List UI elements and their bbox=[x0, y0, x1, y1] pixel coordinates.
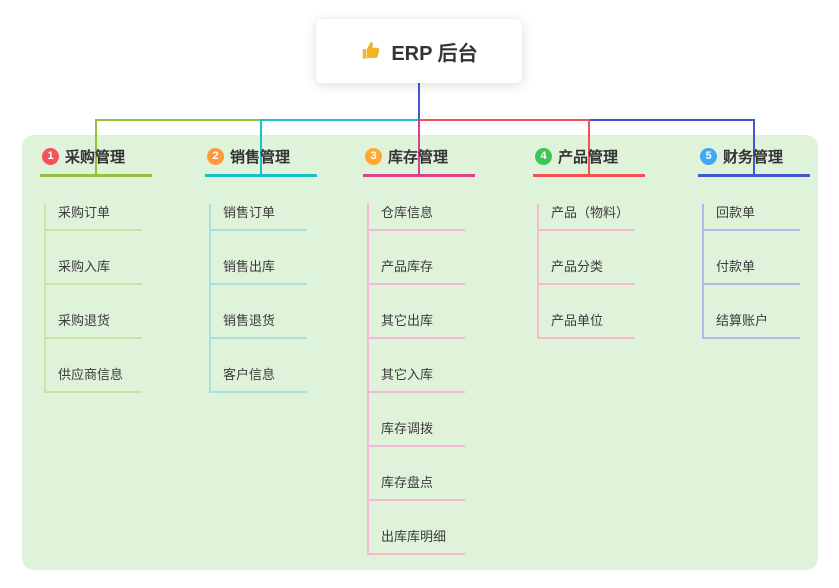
child-node[interactable]: 库存盘点 bbox=[369, 474, 465, 501]
branch-label: 销售管理 bbox=[230, 149, 291, 166]
child-node[interactable]: 库存调拨 bbox=[369, 420, 465, 447]
child-node[interactable]: 销售出库 bbox=[211, 258, 307, 285]
child-node[interactable]: 产品单位 bbox=[539, 312, 635, 339]
child-node[interactable]: 供应商信息 bbox=[46, 366, 142, 393]
branch-inventory: 3 库存管理 仓库信息 产品库存 其它出库 其它入库 库存调拨 库存盘点 出库库… bbox=[363, 146, 475, 555]
child-node[interactable]: 产品库存 bbox=[369, 258, 465, 285]
branch-badge: 4 bbox=[535, 148, 552, 165]
branch-label: 财务管理 bbox=[723, 149, 784, 166]
branch-badge: 3 bbox=[365, 148, 382, 165]
child-node[interactable]: 回款单 bbox=[704, 204, 800, 231]
branch-children: 仓库信息 产品库存 其它出库 其它入库 库存调拨 库存盘点 出库库明细 bbox=[367, 204, 465, 555]
child-node[interactable]: 销售退货 bbox=[211, 312, 307, 339]
branch-children: 产品（物料） 产品分类 产品单位 bbox=[537, 204, 635, 339]
child-node[interactable]: 付款单 bbox=[704, 258, 800, 285]
child-node[interactable]: 结算账户 bbox=[704, 312, 800, 339]
child-node[interactable]: 客户信息 bbox=[211, 366, 307, 393]
branch-children: 回款单 付款单 结算账户 bbox=[702, 204, 800, 339]
branch-label: 产品管理 bbox=[558, 149, 619, 166]
branch-title[interactable]: 1 采购管理 bbox=[40, 146, 152, 177]
background-panel bbox=[22, 135, 818, 570]
child-node[interactable]: 仓库信息 bbox=[369, 204, 465, 231]
branch-title[interactable]: 5 财务管理 bbox=[698, 146, 810, 177]
child-node[interactable]: 出库库明细 bbox=[369, 528, 465, 555]
branch-purchase: 1 采购管理 采购订单 采购入库 采购退货 供应商信息 bbox=[40, 146, 152, 393]
child-node[interactable]: 其它入库 bbox=[369, 366, 465, 393]
child-node[interactable]: 产品（物料） bbox=[539, 204, 635, 231]
child-node[interactable]: 其它出库 bbox=[369, 312, 465, 339]
branch-finance: 5 财务管理 回款单 付款单 结算账户 bbox=[698, 146, 810, 339]
branch-badge: 5 bbox=[700, 148, 717, 165]
branch-title[interactable]: 4 产品管理 bbox=[533, 146, 645, 177]
branch-children: 销售订单 销售出库 销售退货 客户信息 bbox=[209, 204, 307, 393]
root-label: ERP 后台 bbox=[391, 42, 478, 65]
branch-product: 4 产品管理 产品（物料） 产品分类 产品单位 bbox=[533, 146, 645, 339]
thumbs-up-icon bbox=[363, 42, 380, 59]
branch-title[interactable]: 3 库存管理 bbox=[363, 146, 475, 177]
root-node[interactable]: ERP 后台 bbox=[316, 19, 522, 83]
branch-title[interactable]: 2 销售管理 bbox=[205, 146, 317, 177]
branch-badge: 2 bbox=[207, 148, 224, 165]
child-node[interactable]: 采购订单 bbox=[46, 204, 142, 231]
child-node[interactable]: 销售订单 bbox=[211, 204, 307, 231]
branch-label: 库存管理 bbox=[388, 149, 449, 166]
branch-sales: 2 销售管理 销售订单 销售出库 销售退货 客户信息 bbox=[205, 146, 317, 393]
branch-label: 采购管理 bbox=[65, 149, 126, 166]
branch-badge: 1 bbox=[42, 148, 59, 165]
branch-children: 采购订单 采购入库 采购退货 供应商信息 bbox=[44, 204, 142, 393]
child-node[interactable]: 采购退货 bbox=[46, 312, 142, 339]
child-node[interactable]: 采购入库 bbox=[46, 258, 142, 285]
child-node[interactable]: 产品分类 bbox=[539, 258, 635, 285]
